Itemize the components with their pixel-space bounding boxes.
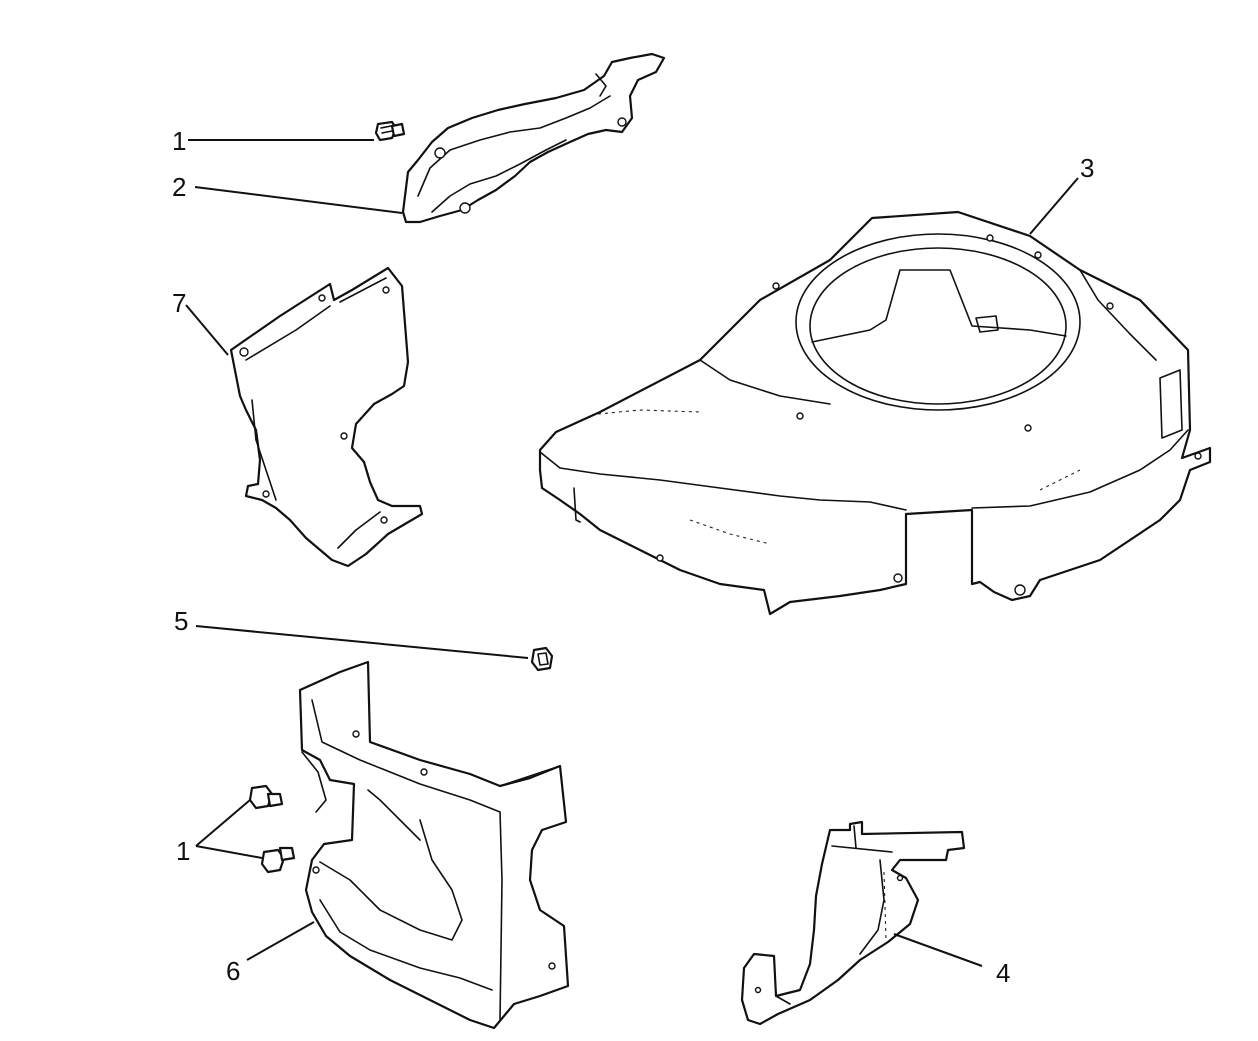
leader-2 — [194, 186, 403, 214]
callout-4: 4 — [996, 958, 1010, 988]
part-6-cylinder-shroud — [298, 660, 570, 1030]
part-3-blower-housing — [538, 210, 1212, 616]
callout-6: 6 — [226, 956, 240, 986]
callout-7: 7 — [172, 288, 186, 318]
leader-7 — [185, 304, 229, 356]
part-5-nut — [530, 646, 554, 672]
leader-3 — [1029, 177, 1079, 235]
part-2-bracket — [401, 52, 666, 224]
part-4-bracket — [740, 820, 966, 1026]
part-7-shield — [229, 266, 424, 568]
leader-1-bottom-b — [195, 845, 263, 859]
callout-5: 5 — [174, 606, 188, 636]
callout-3: 3 — [1080, 153, 1094, 183]
callout-2: 2 — [172, 172, 186, 202]
part-1-screws-bottom — [248, 784, 296, 874]
leader-1-bottom-a — [195, 799, 251, 847]
leader-5 — [195, 625, 529, 659]
leader-4 — [893, 933, 983, 967]
part-1-screw-top — [374, 120, 406, 142]
callout-1-top: 1 — [172, 126, 186, 156]
callout-1-bottom: 1 — [176, 836, 190, 866]
leader-6 — [246, 921, 315, 961]
